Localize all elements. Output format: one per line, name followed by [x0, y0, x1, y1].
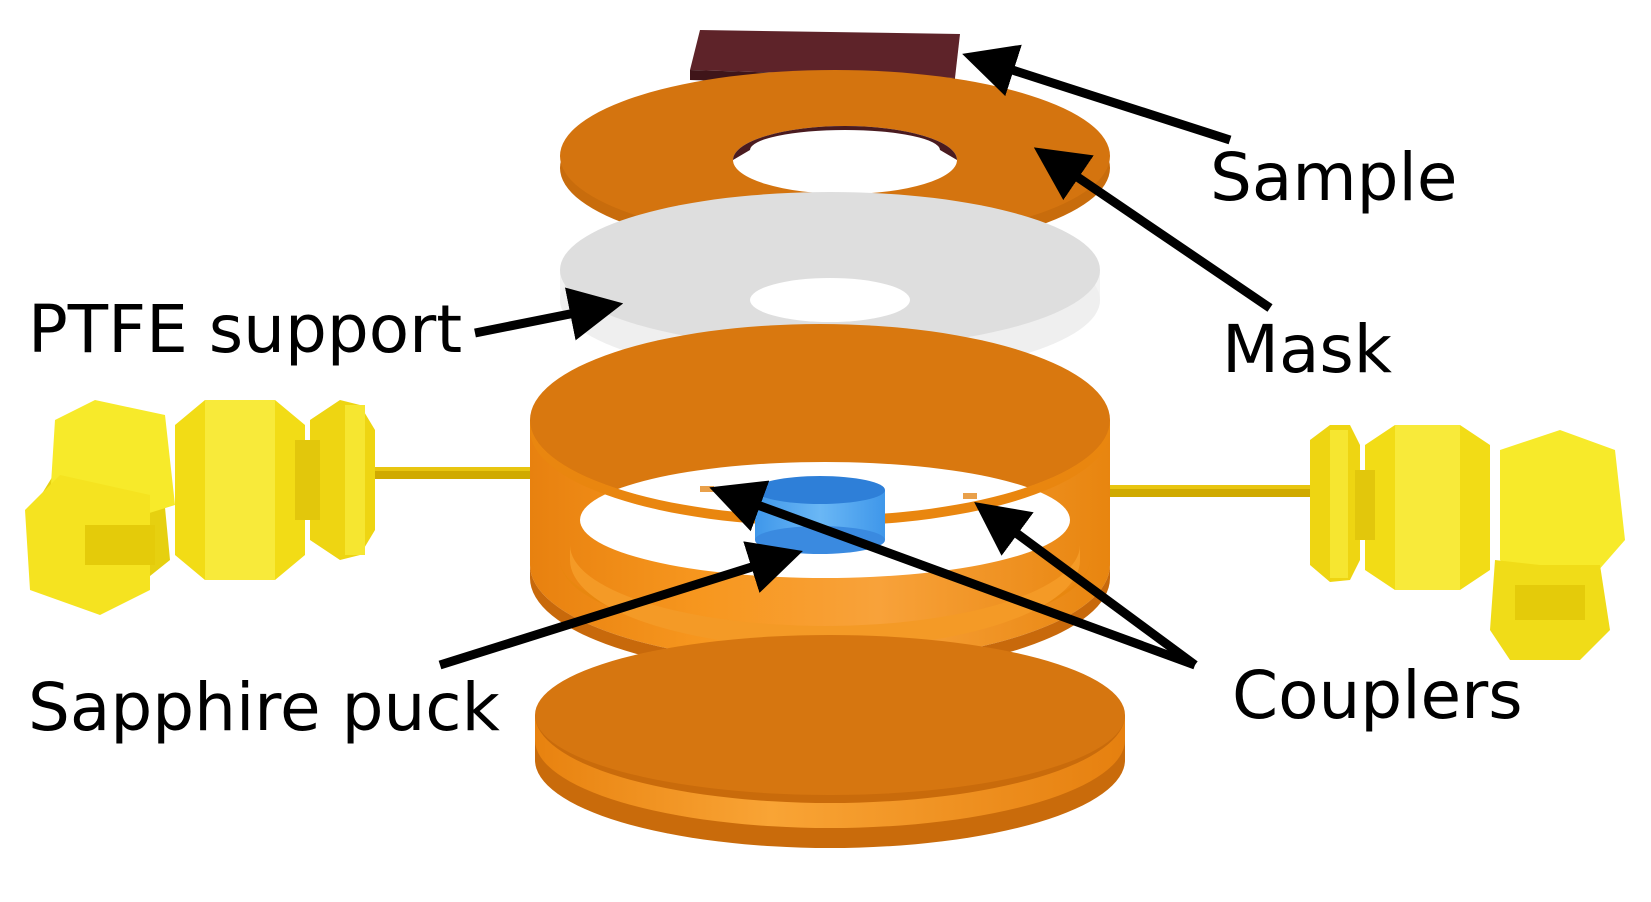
arrow-sample: [962, 44, 1232, 145]
coax-left: [340, 467, 550, 479]
arrow-ptfe: [474, 287, 624, 341]
sma-connector-right: [1310, 425, 1625, 660]
coax-right: [1105, 485, 1345, 497]
arrow-puck: [438, 541, 803, 670]
label-ptfe-support: PTFE support: [28, 291, 462, 368]
coupler-tip-right: [963, 493, 977, 499]
arrows: [438, 44, 1273, 670]
label-sample: Sample: [1210, 139, 1457, 216]
coupler-tip-left: [700, 486, 714, 492]
arrow-coupler-right: [974, 501, 1198, 669]
ptfe-disc: [560, 192, 1100, 378]
arrow-mask: [1033, 147, 1273, 312]
sma-connector-left: [25, 400, 375, 615]
label-mask: Mask: [1222, 311, 1393, 388]
bottom-lid: [535, 635, 1125, 848]
arrow-coupler-left: [709, 480, 1197, 670]
label-couplers: Couplers: [1232, 657, 1523, 734]
label-sapphire-puck: Sapphire puck: [28, 669, 501, 746]
